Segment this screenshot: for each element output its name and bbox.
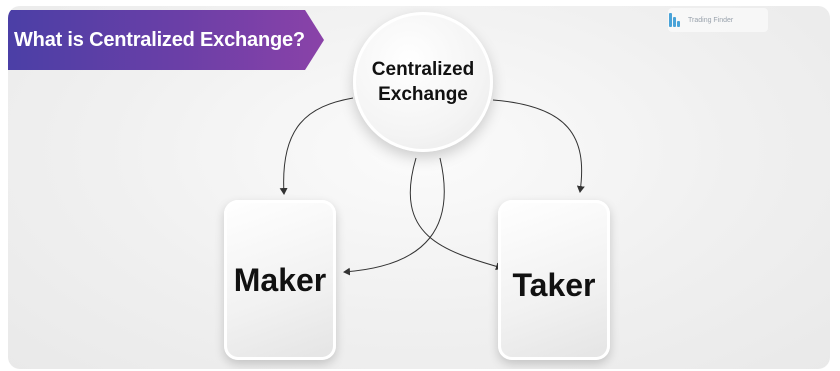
diagram-canvas: What is Centralized Exchange? Trading Fi… (8, 6, 830, 369)
edge-hub-to-taker-cross (409, 157, 503, 271)
node-taker: Taker (498, 200, 610, 360)
hub-label: Centralized Exchange (371, 59, 475, 105)
brand-name: Trading Finder (688, 16, 734, 24)
title-banner: What is Centralized Exchange? (8, 10, 324, 70)
brand-watermark: Trading Finder (668, 8, 768, 32)
hub-centralized-exchange: Centralized Exchange (353, 12, 493, 152)
node-maker-label: Maker (233, 261, 327, 298)
node-maker: Maker (224, 200, 336, 360)
edge-hub-to-taker-right (492, 99, 585, 193)
trading-finder-logo-icon (669, 13, 680, 27)
edge-hub-to-maker-left (279, 97, 354, 195)
banner-title: What is Centralized Exchange? (14, 28, 305, 51)
connector-arrows (279, 97, 585, 276)
edge-hub-to-maker-cross (343, 157, 445, 276)
node-taker-label: Taker (512, 266, 596, 303)
